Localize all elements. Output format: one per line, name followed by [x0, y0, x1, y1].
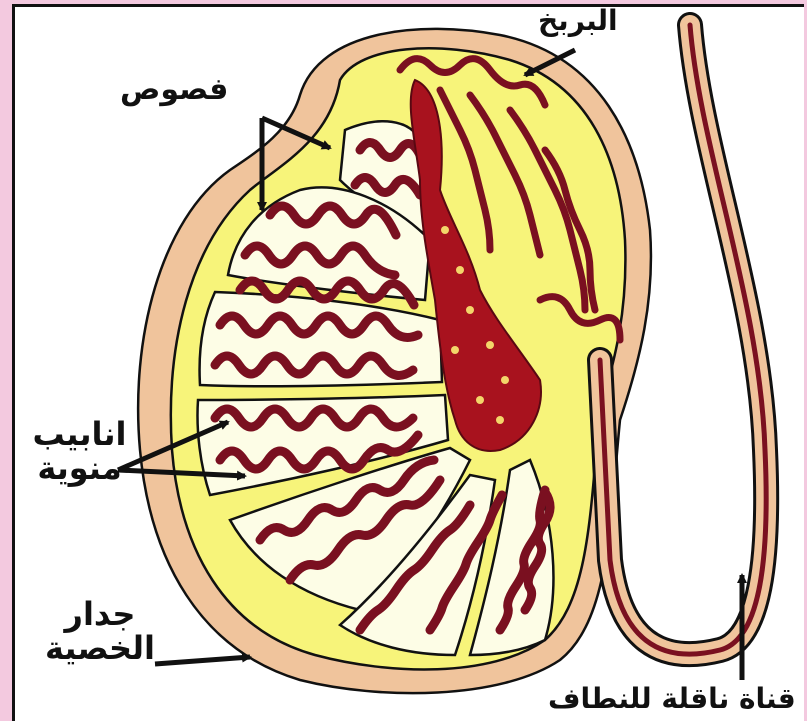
label-seminiferous-line1: انابيب: [22, 418, 137, 452]
rete-dot: [451, 346, 459, 354]
rete-dot: [456, 266, 464, 274]
rete-dot: [441, 226, 449, 234]
label-wall-line1: جدار: [30, 598, 170, 632]
label-seminiferous-line2: منوية: [22, 452, 137, 486]
rete-dot: [501, 376, 509, 384]
label-wall-line2: الخصية: [30, 632, 170, 666]
label-epididymis: البربخ: [538, 6, 618, 35]
label-testis-wall: جدار الخصية: [30, 598, 170, 665]
label-lobes: فصوص: [120, 74, 228, 106]
rete-dot: [466, 306, 474, 314]
rete-dot: [496, 416, 504, 424]
rete-dot: [486, 341, 494, 349]
label-vas-deferens: قناة ناقلة للنطاف: [548, 684, 796, 713]
rete-dot: [476, 396, 484, 404]
label-seminiferous-tubules: انابيب منوية: [22, 418, 137, 485]
